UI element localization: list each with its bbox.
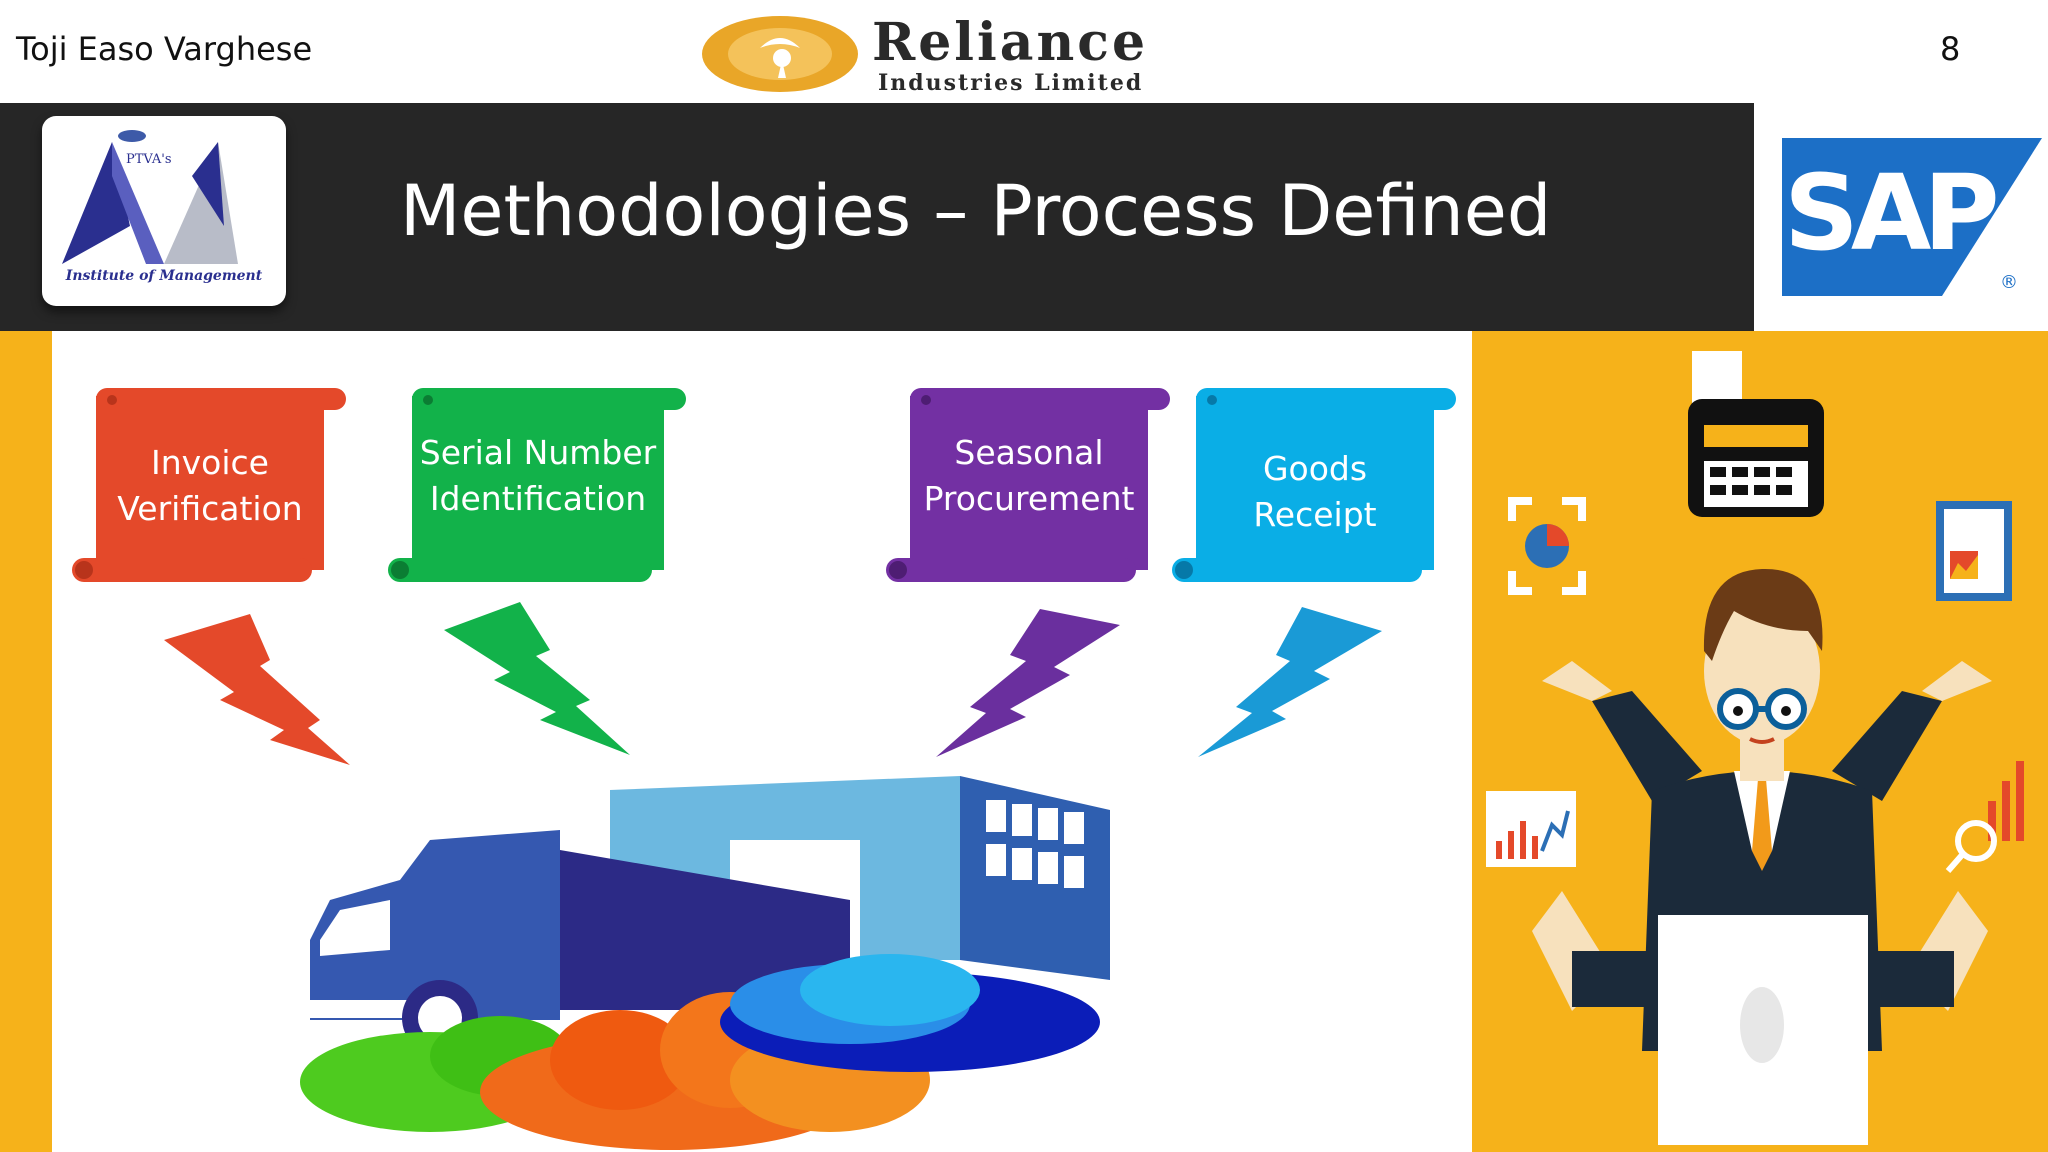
ptva-logo-text: PTVA's [126, 152, 172, 167]
process-label-line2: Identification [429, 479, 647, 518]
scroll-banner-icon [72, 388, 346, 582]
scroll-banner-icon [388, 388, 686, 582]
scroll-banner-icon [886, 388, 1170, 582]
process-label-line1: Invoice [151, 443, 269, 482]
author-name: Toji Easo Varghese [16, 30, 313, 68]
reliance-subtitle: Industries Limited [878, 70, 1144, 96]
sap-logo: ® SAP [1782, 138, 2042, 296]
reliance-name: Reliance [872, 12, 1149, 73]
process-banner-seasonal-procurement: Seasonal Procurement [884, 382, 1176, 590]
process-label-line1: Serial Number [419, 433, 657, 472]
left-accent-strip [0, 331, 52, 1152]
slide-title: Methodologies – Process Defined [400, 170, 1552, 252]
title-bar [0, 103, 1754, 331]
process-label-line2: Procurement [923, 479, 1135, 518]
businessman-illustration [1486, 351, 2024, 1145]
svg-text:®: ® [2000, 272, 2018, 293]
sap-logo-text: SAP [1784, 152, 2000, 274]
process-banner-serial-number: Serial Number Identification [386, 382, 692, 590]
slide-number: 8 [1940, 30, 1961, 68]
truck-warehouse-illustration [300, 776, 1110, 1150]
process-label-line2: Receipt [1253, 495, 1377, 534]
sap-logo-icon: ® [1782, 138, 2042, 296]
reliance-logo: Reliance Industries Limited [700, 8, 1270, 96]
lightning-bolt-icon [164, 614, 350, 765]
process-label-line2: Verification [117, 489, 303, 528]
scroll-banner-icon [1172, 388, 1456, 582]
process-label-line1: Goods [1262, 449, 1368, 488]
reliance-emblem-icon [702, 16, 858, 92]
process-banner-goods-receipt: Goods Receipt [1170, 382, 1460, 590]
lightning-bolt-icon [1198, 607, 1382, 757]
lightning-bolt-icon [444, 602, 630, 755]
ptva-m-icon [62, 130, 238, 264]
ptva-logo-subtitle: Institute of Management [65, 268, 263, 284]
process-banner-invoice-verification: Invoice Verification [70, 382, 352, 590]
lightning-bolt-icon [936, 609, 1120, 757]
ptva-logo: PTVA's Institute of Management [42, 116, 286, 306]
process-label-line1: Seasonal [954, 433, 1104, 472]
